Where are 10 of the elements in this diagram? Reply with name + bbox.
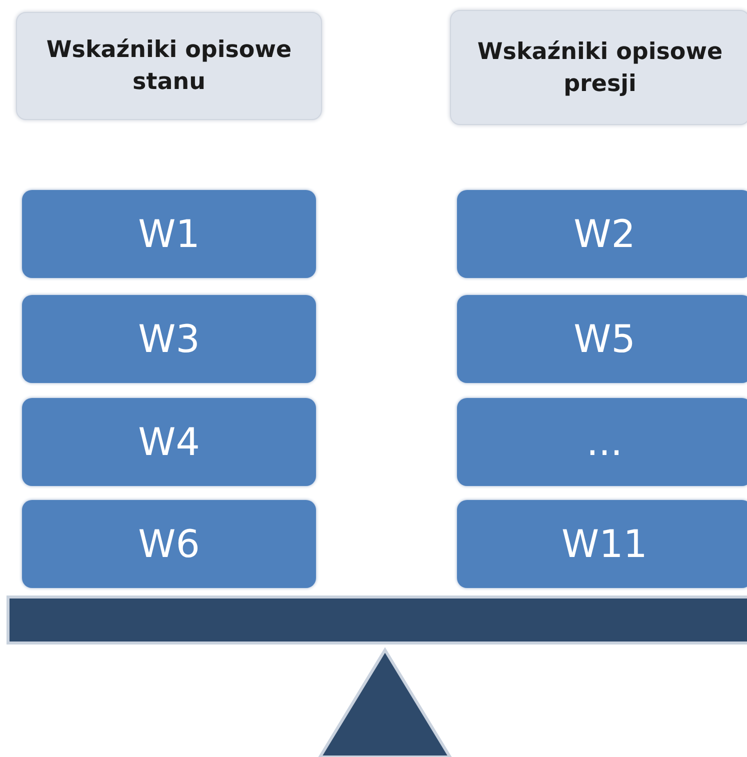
- indicator-box: W1: [22, 190, 316, 278]
- indicator-box: W11: [457, 500, 747, 588]
- indicator-box: ...: [457, 398, 747, 486]
- indicator-box: W4: [22, 398, 316, 486]
- indicator-box: W2: [457, 190, 747, 278]
- indicator-box: W5: [457, 295, 747, 383]
- indicator-box: W6: [22, 500, 316, 588]
- category-header-box: Wskaźniki opisowe stanu: [16, 12, 322, 120]
- category-header-box: Wskaźniki opisowe presji: [450, 10, 747, 125]
- indicator-box: W3: [22, 295, 316, 383]
